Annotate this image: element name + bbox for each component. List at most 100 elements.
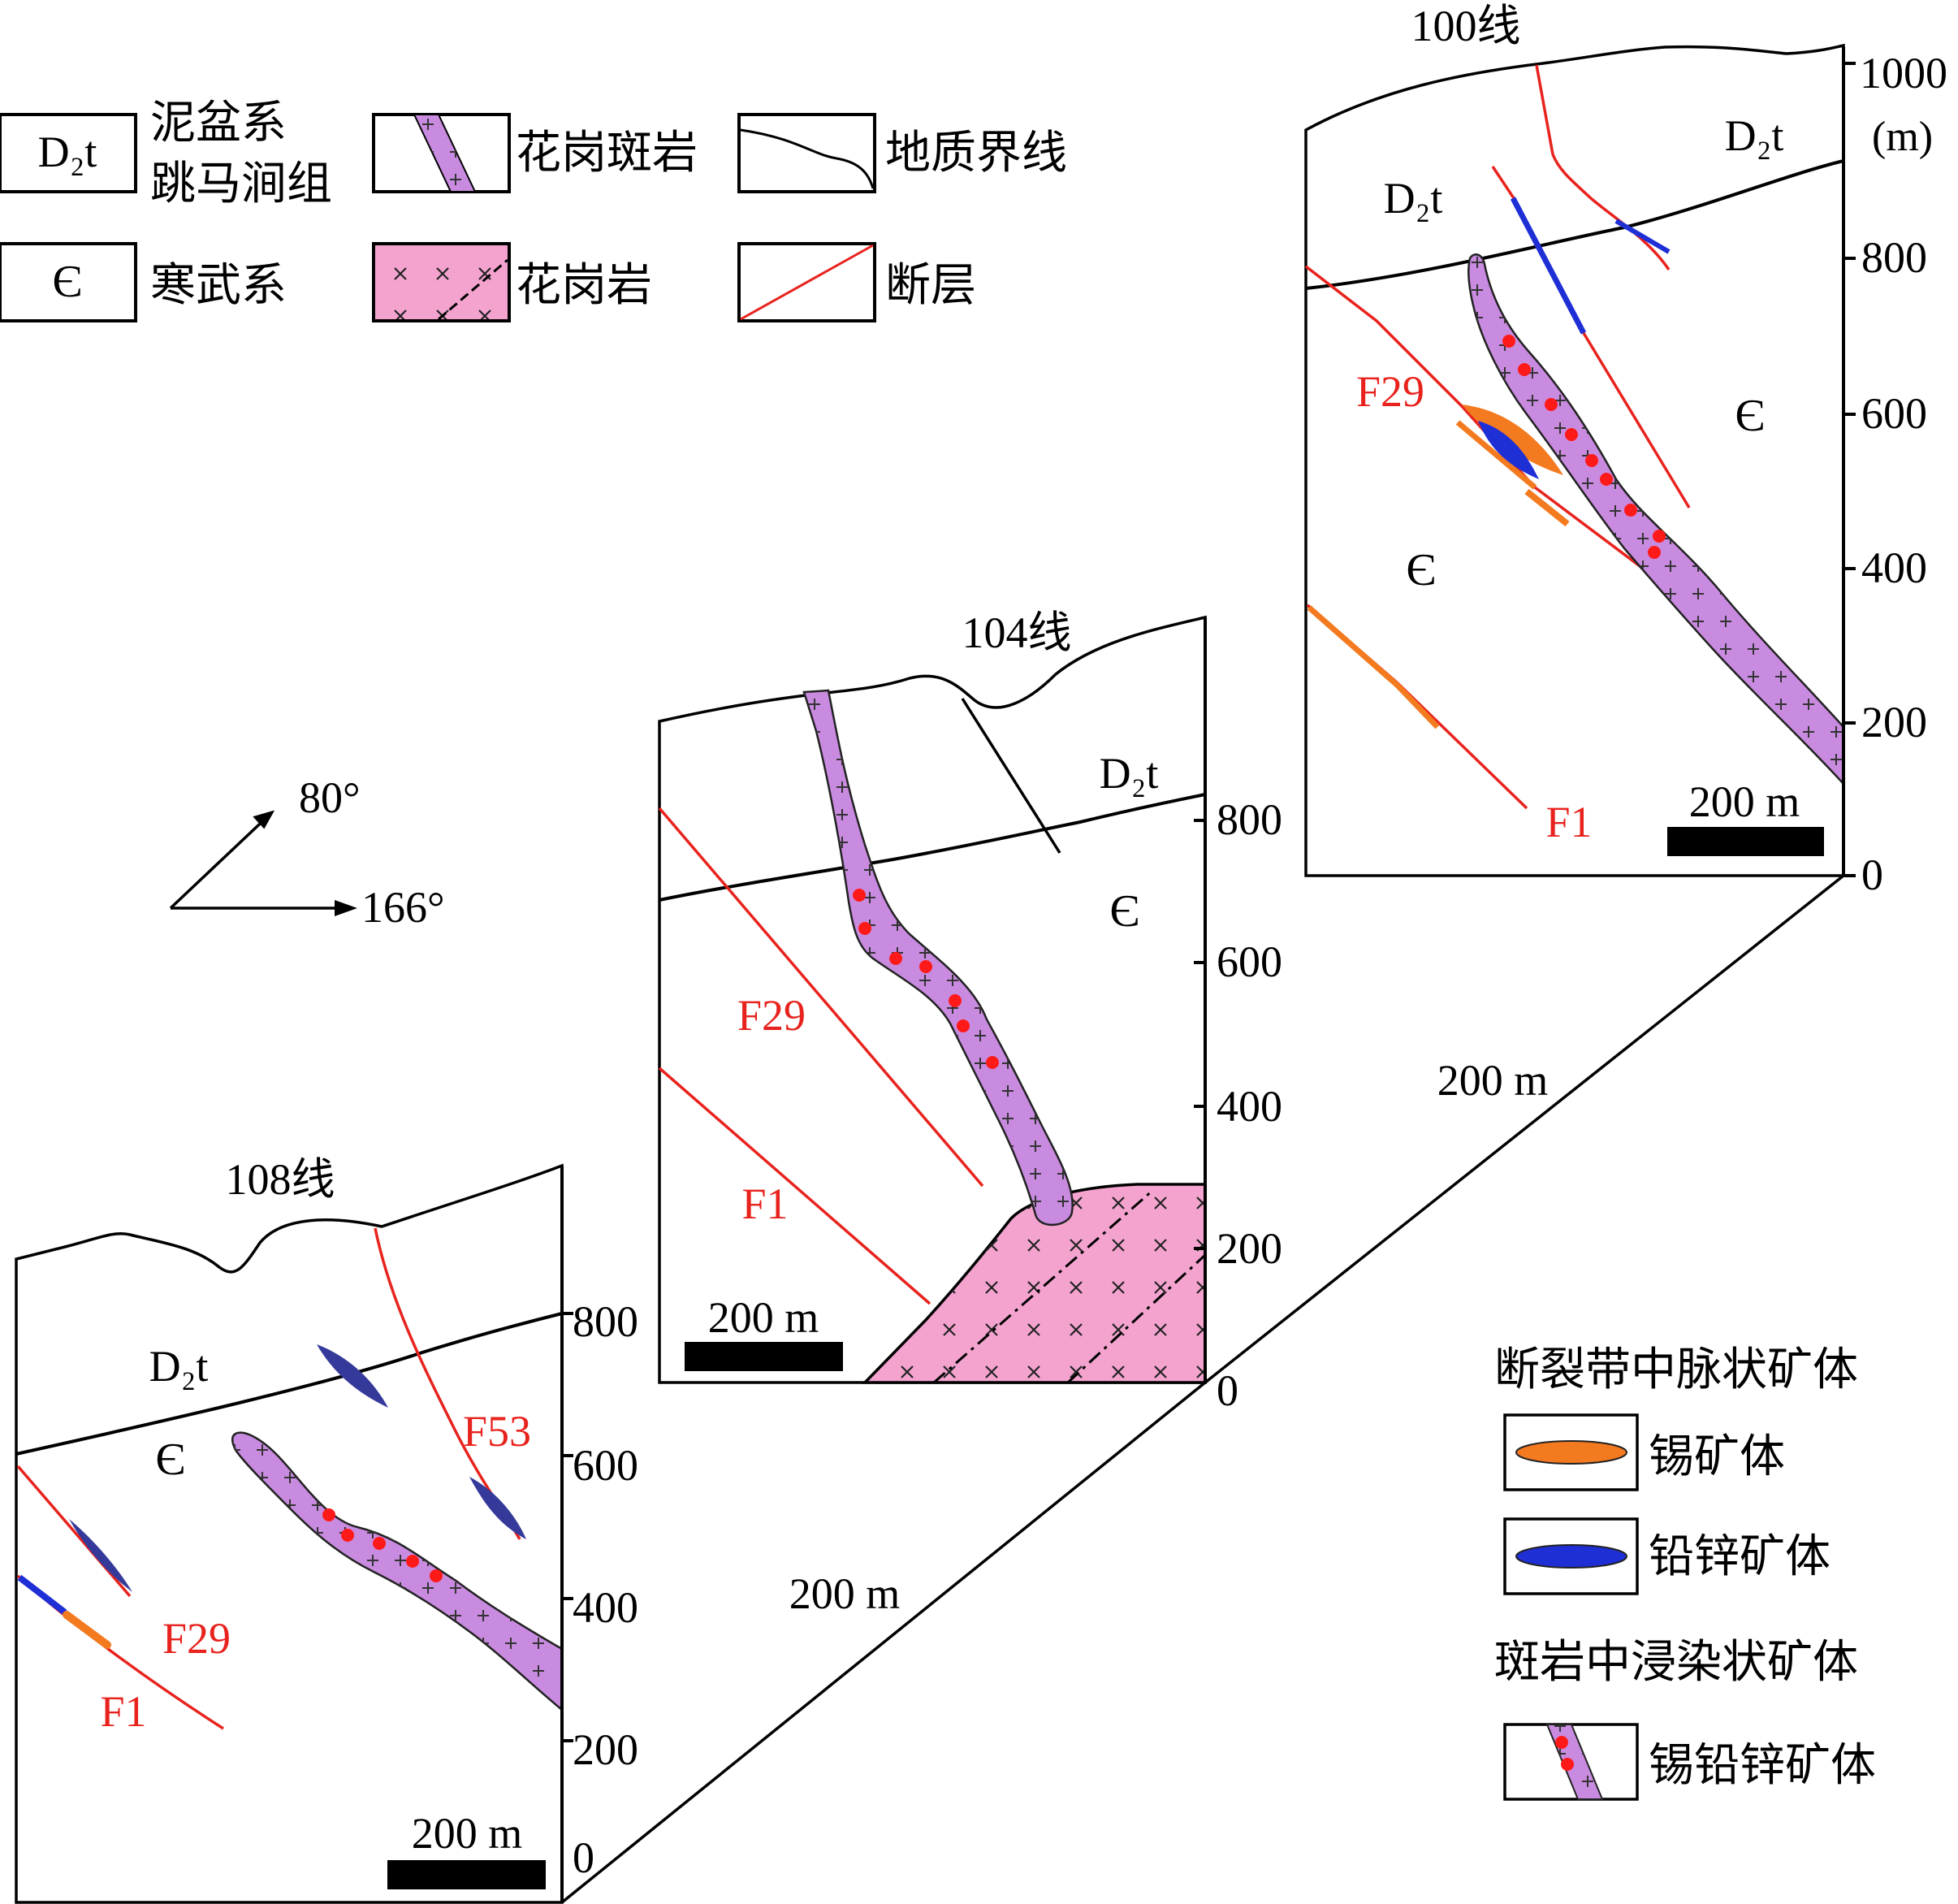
legend-box-contact xyxy=(737,113,876,193)
legend-porphyry-pattern xyxy=(414,115,475,192)
section-104-tick-0: 0 xyxy=(1217,1366,1238,1415)
ore-legend-dot-2 xyxy=(1561,1758,1574,1771)
section-108-axis-ticks xyxy=(562,1312,573,1742)
north-arrow-shaft xyxy=(169,811,274,910)
ore-dot xyxy=(1565,428,1578,441)
ore-dot xyxy=(322,1508,335,1521)
section-108-tin-vein-f1 xyxy=(63,1611,111,1649)
section-104-granite-contacts xyxy=(933,1188,1207,1384)
section-104-unit-cambrian: Є xyxy=(1110,886,1140,937)
section-100-tick-800: 800 xyxy=(1861,233,1927,282)
section-104-tick-200: 200 xyxy=(1217,1224,1282,1273)
ore-dot xyxy=(1600,473,1613,486)
legend-granite-pattern xyxy=(375,245,508,319)
ore-legend: 断裂带中脉状矿体 锡矿体 铅锌矿体 斑岩中浸染状矿体 锡铅锌矿体 xyxy=(1494,1345,1876,1801)
ore-legend-heading-dissem: 斑岩中浸染状矿体 xyxy=(1494,1638,1858,1688)
section-104-fault-f29 xyxy=(658,807,984,1188)
ore-dot xyxy=(1653,530,1666,543)
ore-dot xyxy=(858,922,871,935)
ore-legend-heading-vein: 断裂带中脉状矿体 xyxy=(1494,1345,1858,1396)
section-108-tick-400: 400 xyxy=(573,1583,638,1632)
section-104-scale-label: 200 m xyxy=(708,1293,819,1342)
section-108-scale-bar xyxy=(387,1860,546,1889)
ore-legend-label-pbzn: 铅锌矿体 xyxy=(1649,1532,1830,1582)
section-100-tick-0: 0 xyxy=(1861,850,1883,899)
ore-legend-tin-swatch xyxy=(1515,1440,1627,1465)
section-100-porphyry-pattern xyxy=(1468,254,1843,784)
legend-label-contact: 地质界线 xyxy=(885,128,1067,179)
section-100-label-f1: F1 xyxy=(1545,798,1592,846)
legend-contact-line xyxy=(740,128,875,189)
section-108-tick-200: 200 xyxy=(573,1725,638,1774)
spacing-label-108-104: 200 m xyxy=(789,1569,901,1618)
legend: D₂t 泥盆系 跳马涧组 Є 寒武系 花岗斑岩 花岗岩 地质界线 断层 xyxy=(0,98,1067,322)
section-108-frame xyxy=(15,1163,564,1904)
orientation-indicator: 80° 166° xyxy=(169,773,445,932)
legend-box-d2t xyxy=(0,113,137,193)
section-108-tick-0: 0 xyxy=(573,1833,594,1882)
section-100-tin-vein-small xyxy=(1524,488,1570,527)
section-108-pbzn-lens-f29 xyxy=(69,1519,132,1592)
ore-dot xyxy=(1518,363,1531,376)
section-100-title: 100线 xyxy=(1411,2,1521,50)
section-100-axis-unit: (m) xyxy=(1872,114,1933,160)
section-100-label-f29: F29 xyxy=(1356,367,1424,416)
legend-box-cambrian xyxy=(0,242,137,322)
section-108-label-f29: F29 xyxy=(162,1614,231,1663)
ore-legend-label-sn-pb-zn: 锡铅锌矿体 xyxy=(1649,1741,1876,1791)
section-104-label-f29: F29 xyxy=(737,991,806,1040)
ore-dot xyxy=(373,1537,386,1550)
section-108-ore-dots xyxy=(322,1508,443,1582)
section-104: 104线 D₂t Є F29 F1 800 600 400 200 0 200 … xyxy=(658,608,1282,1415)
section-100-scale-label: 200 m xyxy=(1689,777,1800,826)
section-104-tick-600: 600 xyxy=(1217,937,1282,986)
section-100-pbzn-vein-1 xyxy=(1510,197,1587,335)
section-100-unit-cambrian-left: Є xyxy=(1407,545,1437,595)
section-108-porphyry-pattern xyxy=(232,1432,562,1710)
north-arrow-head xyxy=(253,810,275,829)
section-108-tick-800: 800 xyxy=(573,1297,638,1346)
ore-dot xyxy=(1545,398,1558,411)
ore-dot xyxy=(889,952,902,965)
ore-legend-label-tin: 锡矿体 xyxy=(1649,1432,1785,1482)
section-108-unit-cambrian: Є xyxy=(156,1434,186,1485)
section-100-tin-vein-f1 xyxy=(1307,605,1440,729)
baseline-108-to-104 xyxy=(560,1381,1209,1904)
legend-symbol-cambrian: Є xyxy=(53,257,83,307)
east-arrow-head xyxy=(335,900,357,916)
legend-label-porphyry: 花岗斑岩 xyxy=(516,128,698,179)
section-100-tick-400: 400 xyxy=(1861,543,1927,592)
section-100-unit-cambrian-right: Є xyxy=(1735,391,1766,441)
ore-dot xyxy=(957,1019,970,1032)
ore-dot xyxy=(986,1056,999,1069)
section-108-pbzn-lens-upper xyxy=(317,1344,388,1408)
section-108-fault-f29 xyxy=(16,1465,132,1598)
section-104-fault-f1 xyxy=(658,1067,931,1305)
baseline-104-to-100 xyxy=(1204,874,1845,1384)
legend-granite-boundary xyxy=(438,258,508,321)
section-104-tick-800: 800 xyxy=(1217,795,1282,844)
section-108-tick-600: 600 xyxy=(573,1441,638,1490)
legend-fault-line xyxy=(740,244,874,321)
ore-dot xyxy=(430,1569,443,1582)
orientation-north-label: 80° xyxy=(299,773,361,822)
section-104-scale-bar xyxy=(685,1342,843,1371)
section-108-scale-label: 200 m xyxy=(412,1809,523,1858)
ore-dot xyxy=(949,994,962,1007)
spacing-label-104-100: 200 m xyxy=(1437,1056,1549,1105)
section-104-title: 104线 xyxy=(962,608,1072,657)
section-104-porphyry-pattern xyxy=(804,690,1073,1225)
legend-label-fault: 断层 xyxy=(885,261,976,311)
section-104-ore-dots xyxy=(853,889,999,1069)
ore-dot xyxy=(1585,454,1598,467)
ore-legend-dot-1 xyxy=(1555,1736,1568,1749)
section-100-contact xyxy=(1305,159,1844,290)
orientation-east-label: 166° xyxy=(361,883,445,932)
section-104-axis-ticks xyxy=(1194,819,1205,1250)
section-100-pbzn-lens xyxy=(1478,421,1539,479)
section-108: 108线 D₂t Є F53 F29 F1 800 600 400 200 0 … xyxy=(15,1155,638,1904)
section-100-ore-dots xyxy=(1502,335,1666,559)
section-108-unit-d2t: D₂t xyxy=(149,1342,209,1391)
section-100-unit-d2t-left: D₂t xyxy=(1384,174,1443,223)
